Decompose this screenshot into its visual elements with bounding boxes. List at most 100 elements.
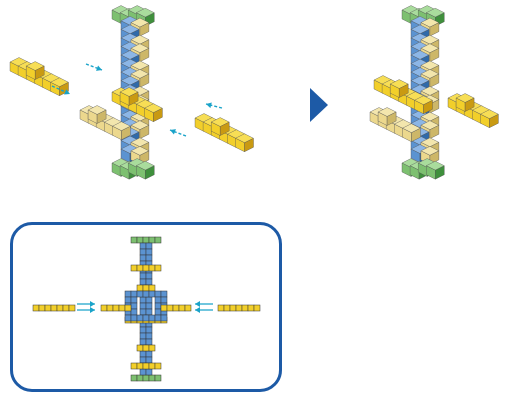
- schematic-green-bottom: [142, 374, 150, 382]
- schematic-right-arm: [253, 304, 261, 312]
- schematic-inner-left: [112, 304, 120, 312]
- schematic-blue: [139, 272, 147, 280]
- schematic-hub-blue: [136, 290, 144, 298]
- schematic-blue: [139, 302, 147, 310]
- step-arrow-icon: [308, 86, 330, 124]
- schematic-hub-blue: [130, 290, 138, 298]
- schematic-inner-left: [118, 304, 126, 312]
- schematic-blue: [139, 338, 147, 346]
- detached-yellow-arm-right: [235, 133, 254, 153]
- schematic-left-arm: [32, 304, 40, 312]
- assembled-yellow-arm: [479, 109, 499, 129]
- schematic-blue: [145, 350, 153, 358]
- schematic-blue: [145, 308, 153, 316]
- detached-yellow-arm-right: [210, 117, 230, 136]
- schematic-blue: [145, 248, 153, 256]
- green-cap-block: [425, 160, 445, 180]
- schematic-blue: [145, 326, 153, 334]
- assembled-view: [360, 0, 509, 210]
- schematic-hub-blue: [130, 308, 138, 316]
- schematic-green-top: [136, 236, 144, 244]
- schematic-blue: [139, 278, 147, 286]
- schematic-left-arm: [68, 304, 76, 312]
- schematic-inner-right: [178, 304, 186, 312]
- schematic-blue: [139, 242, 147, 250]
- schematic-right-arm: [223, 304, 231, 312]
- assembled-pale-arm: [377, 107, 397, 126]
- schematic-blue: [139, 356, 147, 364]
- schematic-hub-blue: [142, 314, 150, 322]
- exploded-assembly-view: [0, 0, 285, 210]
- schematic-yellow: [130, 264, 138, 272]
- schematic-hub-blue: [130, 314, 138, 322]
- schematic-yellow: [148, 362, 156, 370]
- schematic-frame: [10, 222, 282, 392]
- assembled-yellow-arm: [455, 93, 475, 112]
- schematic-green-top: [148, 236, 156, 244]
- schematic-yellow: [142, 344, 150, 352]
- schematic-green-bottom: [136, 374, 144, 382]
- schematic-blue: [139, 332, 147, 340]
- assembled-pale-arm: [401, 123, 421, 143]
- schematic-inner-left: [124, 304, 132, 312]
- schematic-svg: [32, 236, 261, 382]
- schematic-blue: [145, 368, 153, 376]
- schematic-arrow-left-top: [77, 301, 95, 307]
- schematic-yellow: [136, 264, 144, 272]
- schematic-yellow: [136, 344, 144, 352]
- schematic-blue: [145, 278, 153, 286]
- schematic-right-arm: [241, 304, 249, 312]
- schematic-right-arm: [235, 304, 243, 312]
- schematic-yellow: [148, 264, 156, 272]
- schematic-inner-right: [166, 304, 174, 312]
- schematic-arrow-right-bottom: [195, 307, 213, 313]
- schematic-blue: [145, 242, 153, 250]
- schematic-blue: [139, 308, 147, 316]
- schematic-inner-right: [184, 304, 192, 312]
- schematic-green-top: [154, 236, 162, 244]
- assembled-yellow-arm: [414, 95, 433, 115]
- schematic-left-arm: [62, 304, 70, 312]
- schematic-blue: [139, 254, 147, 262]
- schematic-green-bottom: [154, 374, 162, 382]
- schematic-blue: [139, 326, 147, 334]
- schematic-yellow: [136, 362, 144, 370]
- schematic-left-arm: [50, 304, 58, 312]
- schematic-hub-blue: [148, 290, 156, 298]
- yellow-arm-block: [143, 103, 163, 123]
- schematic-inner-right: [160, 304, 168, 312]
- schematic-right-arm: [247, 304, 255, 312]
- schematic-blue: [145, 356, 153, 364]
- schematic-hub-blue: [160, 290, 168, 298]
- schematic-hub-blue: [160, 296, 168, 304]
- schematic-green-bottom: [148, 374, 156, 382]
- schematic-arrow-left-bottom: [77, 307, 95, 313]
- schematic-yellow: [148, 284, 156, 292]
- green-cap-block: [135, 160, 155, 180]
- schematic-blue: [145, 332, 153, 340]
- insert-arrow-4: [169, 129, 187, 137]
- schematic-hub-blue: [124, 314, 132, 322]
- assembled-yellow-arm: [389, 79, 409, 98]
- schematic-yellow: [148, 344, 156, 352]
- schematic-blue: [139, 248, 147, 256]
- schematic-yellow: [142, 264, 150, 272]
- schematic-right-arm: [217, 304, 225, 312]
- insert-arrow-3: [205, 102, 223, 109]
- schematic-right-arm: [229, 304, 237, 312]
- schematic-blue: [139, 368, 147, 376]
- schematic-yellow: [154, 264, 162, 272]
- schematic-blue: [145, 296, 153, 304]
- schematic-hub-blue: [154, 308, 162, 316]
- schematic-inner-left: [100, 304, 108, 312]
- schematic-hub-blue: [130, 296, 138, 304]
- schematic-hub-blue: [154, 296, 162, 304]
- schematic-yellow: [136, 284, 144, 292]
- schematic-hub-blue: [130, 302, 138, 310]
- schematic-blue: [145, 338, 153, 346]
- schematic-green-top: [142, 236, 150, 244]
- assembled-svg: [369, 5, 499, 180]
- schematic-yellow: [142, 284, 150, 292]
- schematic-yellow: [142, 362, 150, 370]
